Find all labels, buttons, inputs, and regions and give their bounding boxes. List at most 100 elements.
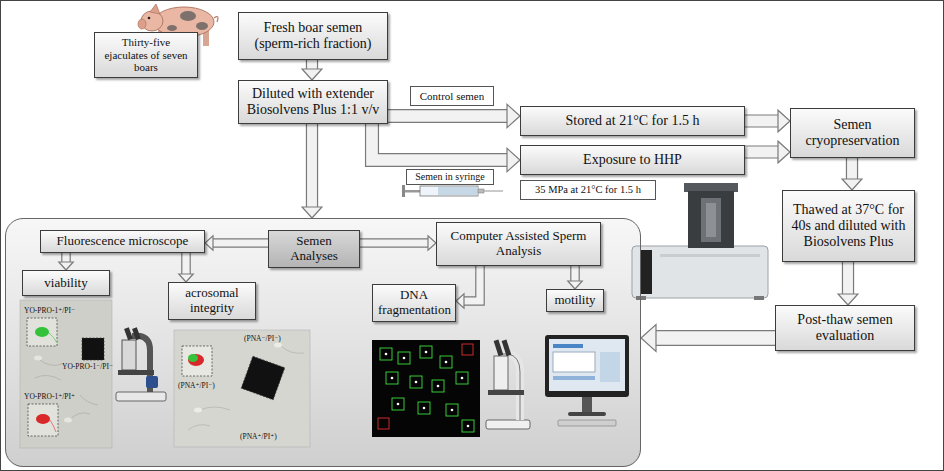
arrow-shaft <box>388 110 508 122</box>
pig-picture-part <box>150 4 160 14</box>
pig-picture-part <box>138 19 146 29</box>
box-text: Computer Assisted Sperm Analysis <box>442 229 595 259</box>
note-box: Semen in syringe <box>406 169 494 185</box>
fluorescence-image-viability-part <box>36 414 50 424</box>
box-text: Diluted with extender Biosolvens Plus 1:… <box>244 86 382 118</box>
fluorescence-image-acrosome-part <box>174 330 310 447</box>
arrow-shaft-outline <box>464 266 481 301</box>
dna-fragmentation-image-part-part <box>445 361 448 364</box>
computer-picture-part <box>553 376 595 380</box>
arrow-shaft-outline <box>181 253 191 275</box>
image-label: YO-PRO-1⁻/PI⁻ <box>62 363 113 371</box>
dna-fragmentation-image-part-part <box>423 407 426 410</box>
fluorescence-image-acrosome-part <box>182 346 212 376</box>
fluorescence-image-viability-part <box>50 420 56 432</box>
arrow-head <box>568 281 582 289</box>
arrow-head <box>456 294 464 308</box>
dna-fragmentation-image-part-part <box>397 403 400 406</box>
arrow-head <box>179 274 193 282</box>
box-text: viability <box>44 276 87 291</box>
pressure-device <box>632 183 768 300</box>
box-text: acrosomal integrity <box>174 286 250 316</box>
flow-arrow <box>205 236 268 250</box>
arrow-head <box>507 104 520 127</box>
dna-fragmentation-image-part-part <box>425 351 428 354</box>
parameter-box: acrosomal integrity <box>168 282 256 320</box>
arrow-shaft <box>307 124 317 208</box>
fluorescence-image-viability-part <box>49 333 57 343</box>
dna-fragmentation-image-part-part <box>446 404 458 416</box>
dna-fragmentation-image-part-part <box>385 353 388 356</box>
dna-fragmentation-image <box>372 340 480 437</box>
flow-arrow <box>372 124 520 172</box>
fluorescence-image-acrosome-part <box>188 354 198 362</box>
arrow-shaft <box>571 266 578 282</box>
flow-arrow <box>456 266 480 308</box>
parameter-box: DNA fragmentation <box>372 284 456 322</box>
box-text: Stored at 21°C for 1.5 h <box>566 113 700 129</box>
arrow-head <box>641 325 656 352</box>
arrow-head <box>59 262 73 270</box>
fluorescence-microscope-picture-part <box>146 376 158 388</box>
dna-fragmentation-image-part-part <box>392 398 404 410</box>
process-box: Fresh boar semen (sperm-rich fraction) <box>238 12 388 60</box>
arrow-shaft <box>847 158 857 180</box>
fluorescence-microscope-picture-part <box>122 340 136 370</box>
dna-fragmentation-image-part-part <box>451 409 454 412</box>
fluorescence-image-viability-part <box>34 356 42 361</box>
box-text: 35 MPa at 21°C for 1.5 h <box>535 184 641 196</box>
arrow-shaft <box>307 60 317 70</box>
arrow-shaft <box>843 262 853 295</box>
flow-arrow <box>302 124 322 218</box>
computer-picture <box>545 335 629 426</box>
arrow-shaft-outline <box>360 238 429 248</box>
note-box: 35 MPa at 21°C for 1.5 h <box>520 180 656 200</box>
box-text: Semen in syringe <box>415 171 484 183</box>
dna-fragmentation-image-part-part <box>386 372 398 384</box>
pig-picture-part <box>196 22 208 30</box>
image-label: (PNA⁺/PI⁺) <box>240 433 277 441</box>
box-text: Thirty-five ejaculates of seven boars <box>100 36 192 74</box>
panel-ground <box>5 218 641 467</box>
dna-fragmentation-image-part <box>372 340 480 437</box>
process-box: Semen cryopreservation <box>790 108 915 158</box>
computer-picture-part <box>582 397 592 413</box>
arrow-head <box>838 294 858 305</box>
fluorescence-image-viability-part <box>64 418 72 423</box>
arrow-shaft <box>62 253 69 263</box>
flow-arrow <box>179 253 193 282</box>
fluorescence-image-acrosome <box>174 330 310 447</box>
syringe-picture-part <box>405 190 421 193</box>
box-text: Semen cryopreservation <box>796 117 909 149</box>
arrow-shaft-outline <box>388 109 508 123</box>
box-text: Thawed at 37°C for 40s and diluted with … <box>788 202 909 250</box>
casa-microscope-picture-part <box>486 420 530 429</box>
pig-picture-part <box>148 17 151 20</box>
fluorescence-image-acrosome-part <box>274 343 282 348</box>
arrow-shaft-outline <box>61 253 71 263</box>
fluorescence-microscope-picture-part <box>116 392 166 401</box>
fluorescence-image-viability-part <box>27 318 57 346</box>
arrow-shaft-outline <box>745 114 779 127</box>
dna-fragmentation-image-part <box>380 346 474 432</box>
arrow-shaft-outline <box>745 145 779 158</box>
parameter-box: viability <box>22 270 110 296</box>
dna-fragmentation-image-part-part <box>380 348 392 360</box>
pressure-device-part <box>636 296 646 300</box>
arrow-head <box>302 207 322 218</box>
pressure-device-part <box>754 296 764 300</box>
dna-fragmentation-image-part-part <box>432 380 444 392</box>
pressure-device-part <box>632 246 768 298</box>
box-text: Control semen <box>420 90 484 103</box>
dna-fragmentation-image-part-part <box>437 385 440 388</box>
flow-arrow <box>745 141 790 163</box>
flow-arrow <box>838 262 858 305</box>
fluorescence-microscope-picture <box>116 327 166 401</box>
fluorescence-image-acrosome-part <box>188 354 204 366</box>
pressure-device-part <box>640 250 652 294</box>
source-box: Thirty-five ejaculates of seven boars <box>94 32 198 78</box>
flow-arrow <box>360 236 436 250</box>
arrow-head <box>205 236 213 250</box>
